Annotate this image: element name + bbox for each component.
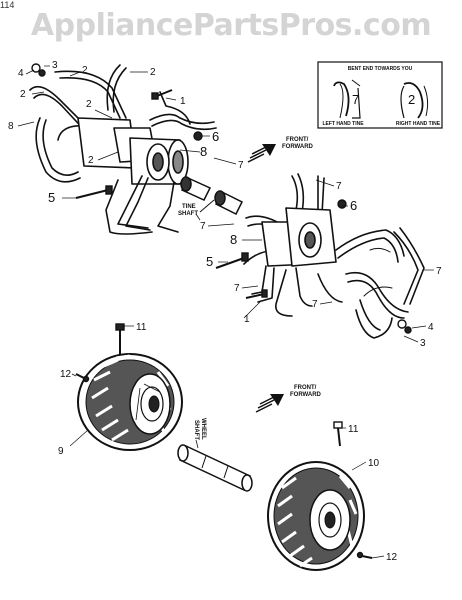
watermark: AppliancePartsPros.com	[30, 8, 432, 43]
svg-text:SHAFT: SHAFT	[193, 420, 199, 440]
front-forward-arrow-lower: FRONT/ FORWARD	[255, 385, 322, 413]
callout: 4	[428, 322, 434, 333]
right-hand-tine-label: RIGHT HAND TINE	[396, 121, 441, 127]
callout: 8	[230, 232, 237, 247]
callout: 6	[350, 198, 357, 213]
front-label-lower: FRONT/	[294, 385, 317, 391]
callout: 12	[386, 552, 398, 563]
tine-orientation-inset: BENT END TOWARDS YOU 7 2 LEFT HAND TINE …	[317, 61, 443, 129]
callout: 2	[88, 155, 94, 166]
callout: 7	[234, 283, 240, 294]
inset-heading: BENT END TOWARDS YOU	[348, 66, 413, 72]
tine-shaft	[180, 176, 244, 216]
callout: 6	[212, 129, 219, 144]
callout: 7	[312, 299, 318, 310]
callout: 11	[348, 424, 359, 435]
callout: 2	[150, 67, 156, 78]
left-wheel	[77, 353, 183, 451]
callout: 2	[82, 65, 88, 76]
callout: 8	[8, 121, 14, 132]
callout: 12	[60, 369, 72, 380]
corner-mark: 114	[0, 0, 15, 10]
inset-right-num: 2	[408, 92, 415, 107]
svg-text:WHEEL: WHEEL	[200, 418, 206, 440]
callout: 3	[420, 338, 426, 349]
wheel-shaft	[177, 444, 253, 492]
callout: 1	[180, 96, 186, 107]
left-hand-tine-label: LEFT HAND TINE	[322, 121, 364, 127]
forward-label-lower: FORWARD	[290, 392, 322, 398]
front-label-upper: FRONT/	[286, 137, 309, 143]
callout: 1	[244, 314, 250, 325]
callout: 10	[368, 458, 380, 469]
callout: 5	[48, 190, 55, 205]
forward-label-upper: FORWARD	[282, 144, 314, 150]
callout: 7	[336, 181, 342, 192]
callout: 3	[52, 60, 58, 71]
callout: 4	[18, 68, 24, 79]
leader-lines	[17, 65, 434, 559]
right-tine-assembly	[243, 173, 425, 339]
callout: 11	[136, 322, 147, 333]
inset-left-num: 7	[352, 92, 359, 107]
callout: 5	[206, 254, 213, 269]
callout: 7	[238, 160, 244, 171]
wheel-shaft-label: WHEEL SHAFT	[193, 418, 206, 449]
svg-text:SHAFT: SHAFT	[178, 211, 198, 217]
callout: 8	[200, 144, 207, 159]
right-wheel	[267, 461, 365, 571]
front-forward-arrow-upper: FRONT/ FORWARD	[247, 137, 314, 163]
callout-numbers: 3 4 2 2 8 2 1 2 6 8 7 2 5 7 6 7 8 5 7 1 …	[8, 60, 442, 563]
svg-text:TINE: TINE	[182, 204, 196, 210]
callout: 2	[86, 99, 92, 110]
tine-shaft-label: TINE SHAFT	[178, 204, 201, 221]
callout: 9	[58, 446, 64, 457]
callout: 7	[436, 266, 442, 277]
callout: 7	[200, 221, 206, 232]
left-tine-assembly	[29, 64, 217, 235]
callout: 2	[20, 89, 26, 100]
